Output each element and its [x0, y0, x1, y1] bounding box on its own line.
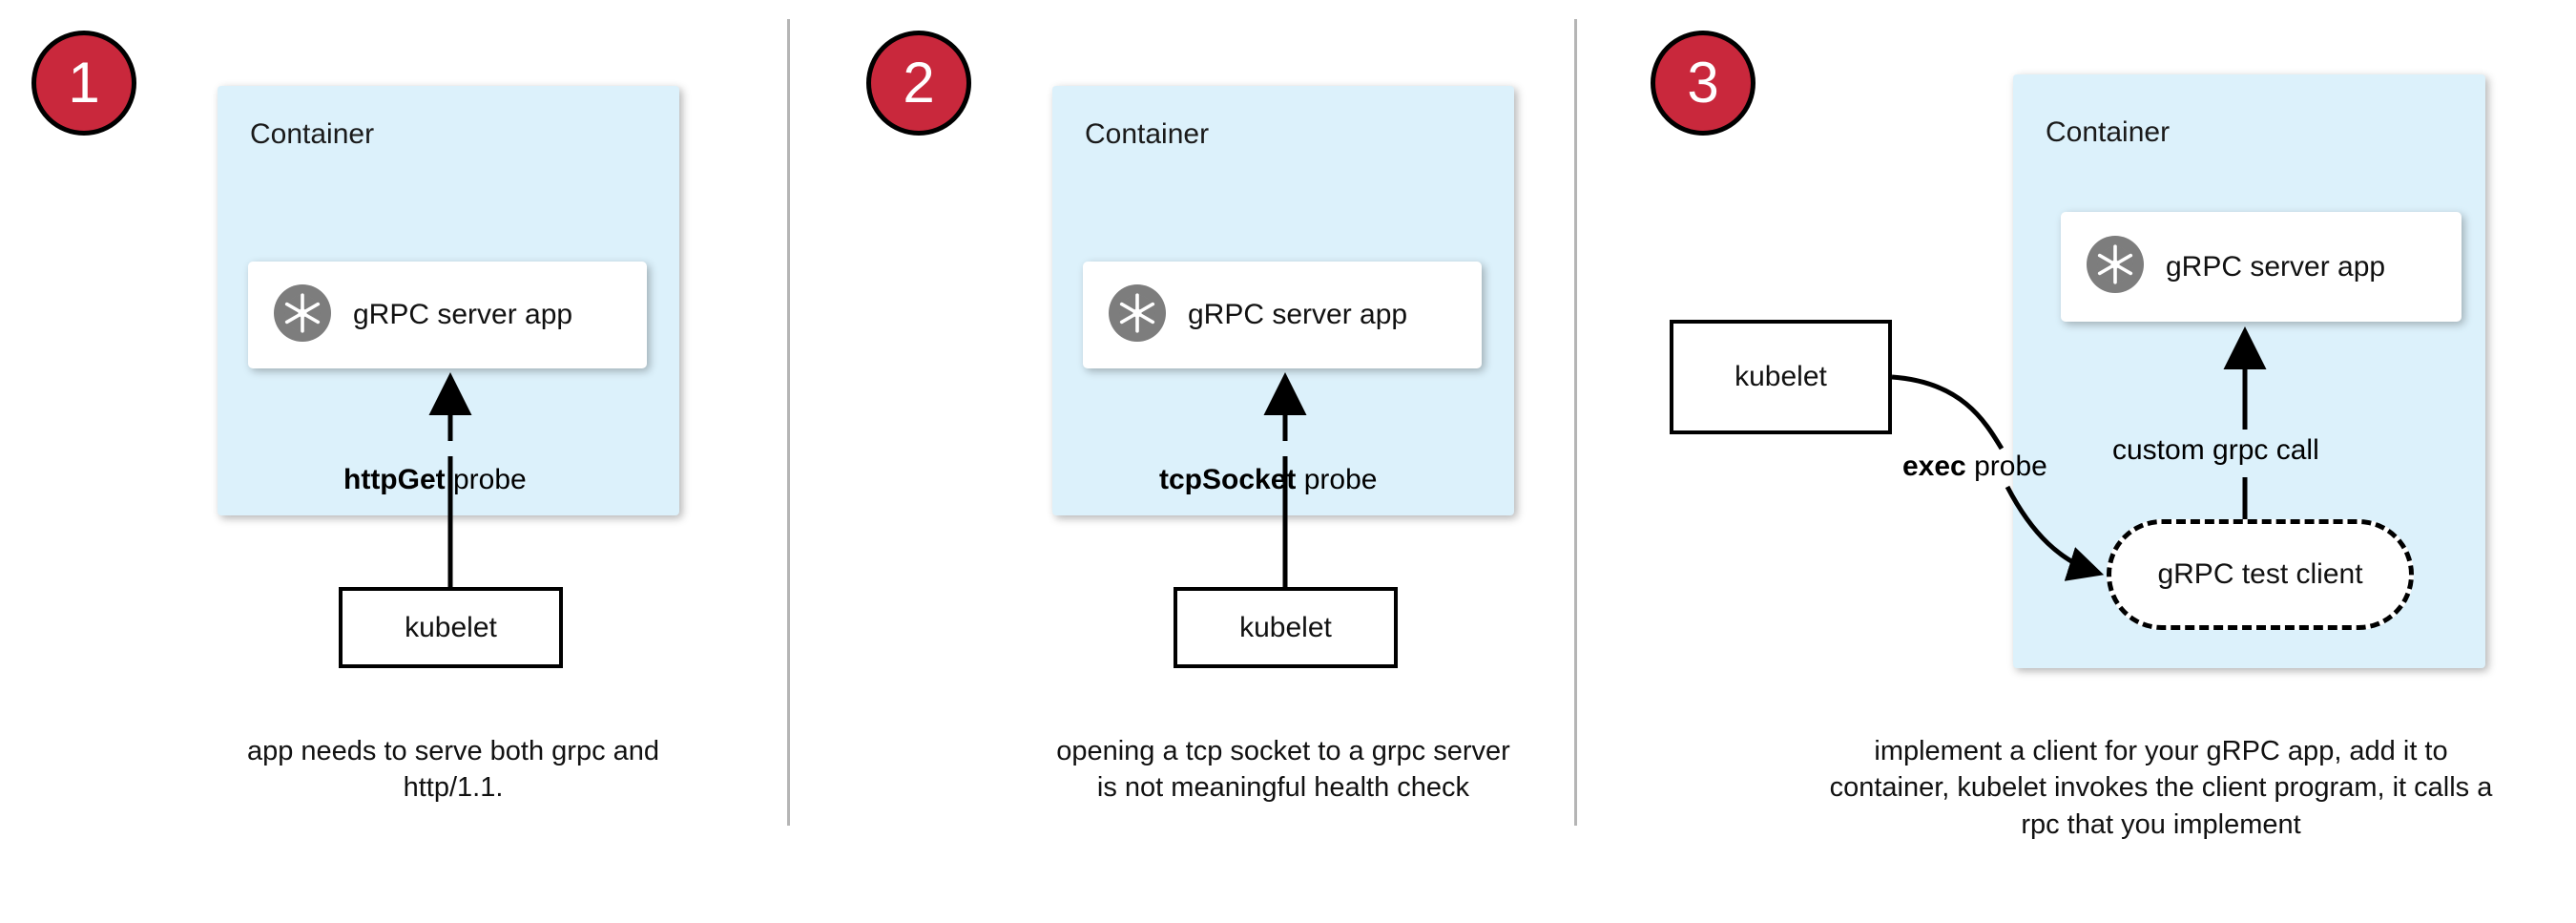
kubelet-box-1: kubelet [339, 587, 563, 668]
step-badge-1-number: 1 [68, 51, 100, 115]
grpc-shutter-icon [273, 283, 332, 347]
kubelet-box-2: kubelet [1174, 587, 1398, 668]
container-label-3: Container [2046, 116, 2171, 148]
panel-caption-3: implement a client for your gRPC app, ad… [1829, 736, 2493, 840]
grpc-shutter-icon [1108, 283, 1167, 347]
exec-probe-curve-upper [1891, 374, 2005, 451]
grpc-test-client-pill: gRPC test client [2107, 519, 2414, 630]
probe-label-1-kind: httpGet [343, 464, 446, 495]
panel-divider-2 [1574, 19, 1577, 826]
grpc-test-client-label: gRPC test client [2157, 558, 2363, 590]
grpc-server-app-card-2: gRPC server app [1083, 262, 1482, 368]
step-badge-3: 3 [1651, 31, 1755, 136]
grpc-shutter-icon [2086, 235, 2145, 299]
grpc-server-app-label-2: gRPC server app [1188, 299, 1408, 330]
probe-label-1: httpGet probe [343, 464, 527, 496]
step-badge-3-number: 3 [1687, 51, 1719, 115]
step-badge-1: 1 [31, 31, 136, 136]
step-badge-2-number: 2 [903, 51, 935, 115]
container-label-1: Container [250, 118, 375, 150]
step-badge-2: 2 [866, 31, 971, 136]
kubelet-label-2: kubelet [1239, 611, 1332, 643]
probe-label-2: tcpSocket probe [1159, 464, 1377, 496]
container-label-2: Container [1085, 118, 1210, 150]
probe-label-3-kind: exec [1902, 451, 1966, 482]
kubelet-label-3: kubelet [1735, 361, 1827, 392]
grpc-server-app-card-1: gRPC server app [248, 262, 647, 368]
probe-label-3: exec probe [1902, 451, 2047, 483]
grpc-server-app-label-3: gRPC server app [2166, 250, 2386, 283]
panel-caption-2: opening a tcp socket to a grpc server is… [1056, 736, 1510, 804]
panel-caption-1: app needs to serve both grpc and http/1.… [246, 736, 660, 804]
probe-label-3-suffix: probe [1965, 451, 2047, 482]
custom-grpc-call-label: custom grpc call [2107, 434, 2325, 467]
panel-divider-1 [787, 19, 790, 826]
probe-label-2-suffix: probe [1296, 464, 1378, 495]
grpc-server-app-card-3: gRPC server app [2061, 212, 2462, 322]
kubelet-box-3: kubelet [1670, 320, 1892, 434]
probe-label-2-kind: tcpSocket [1159, 464, 1297, 495]
kubelet-label-1: kubelet [405, 611, 497, 643]
probe-label-1-suffix: probe [445, 464, 527, 495]
grpc-server-app-label-1: gRPC server app [353, 299, 573, 330]
